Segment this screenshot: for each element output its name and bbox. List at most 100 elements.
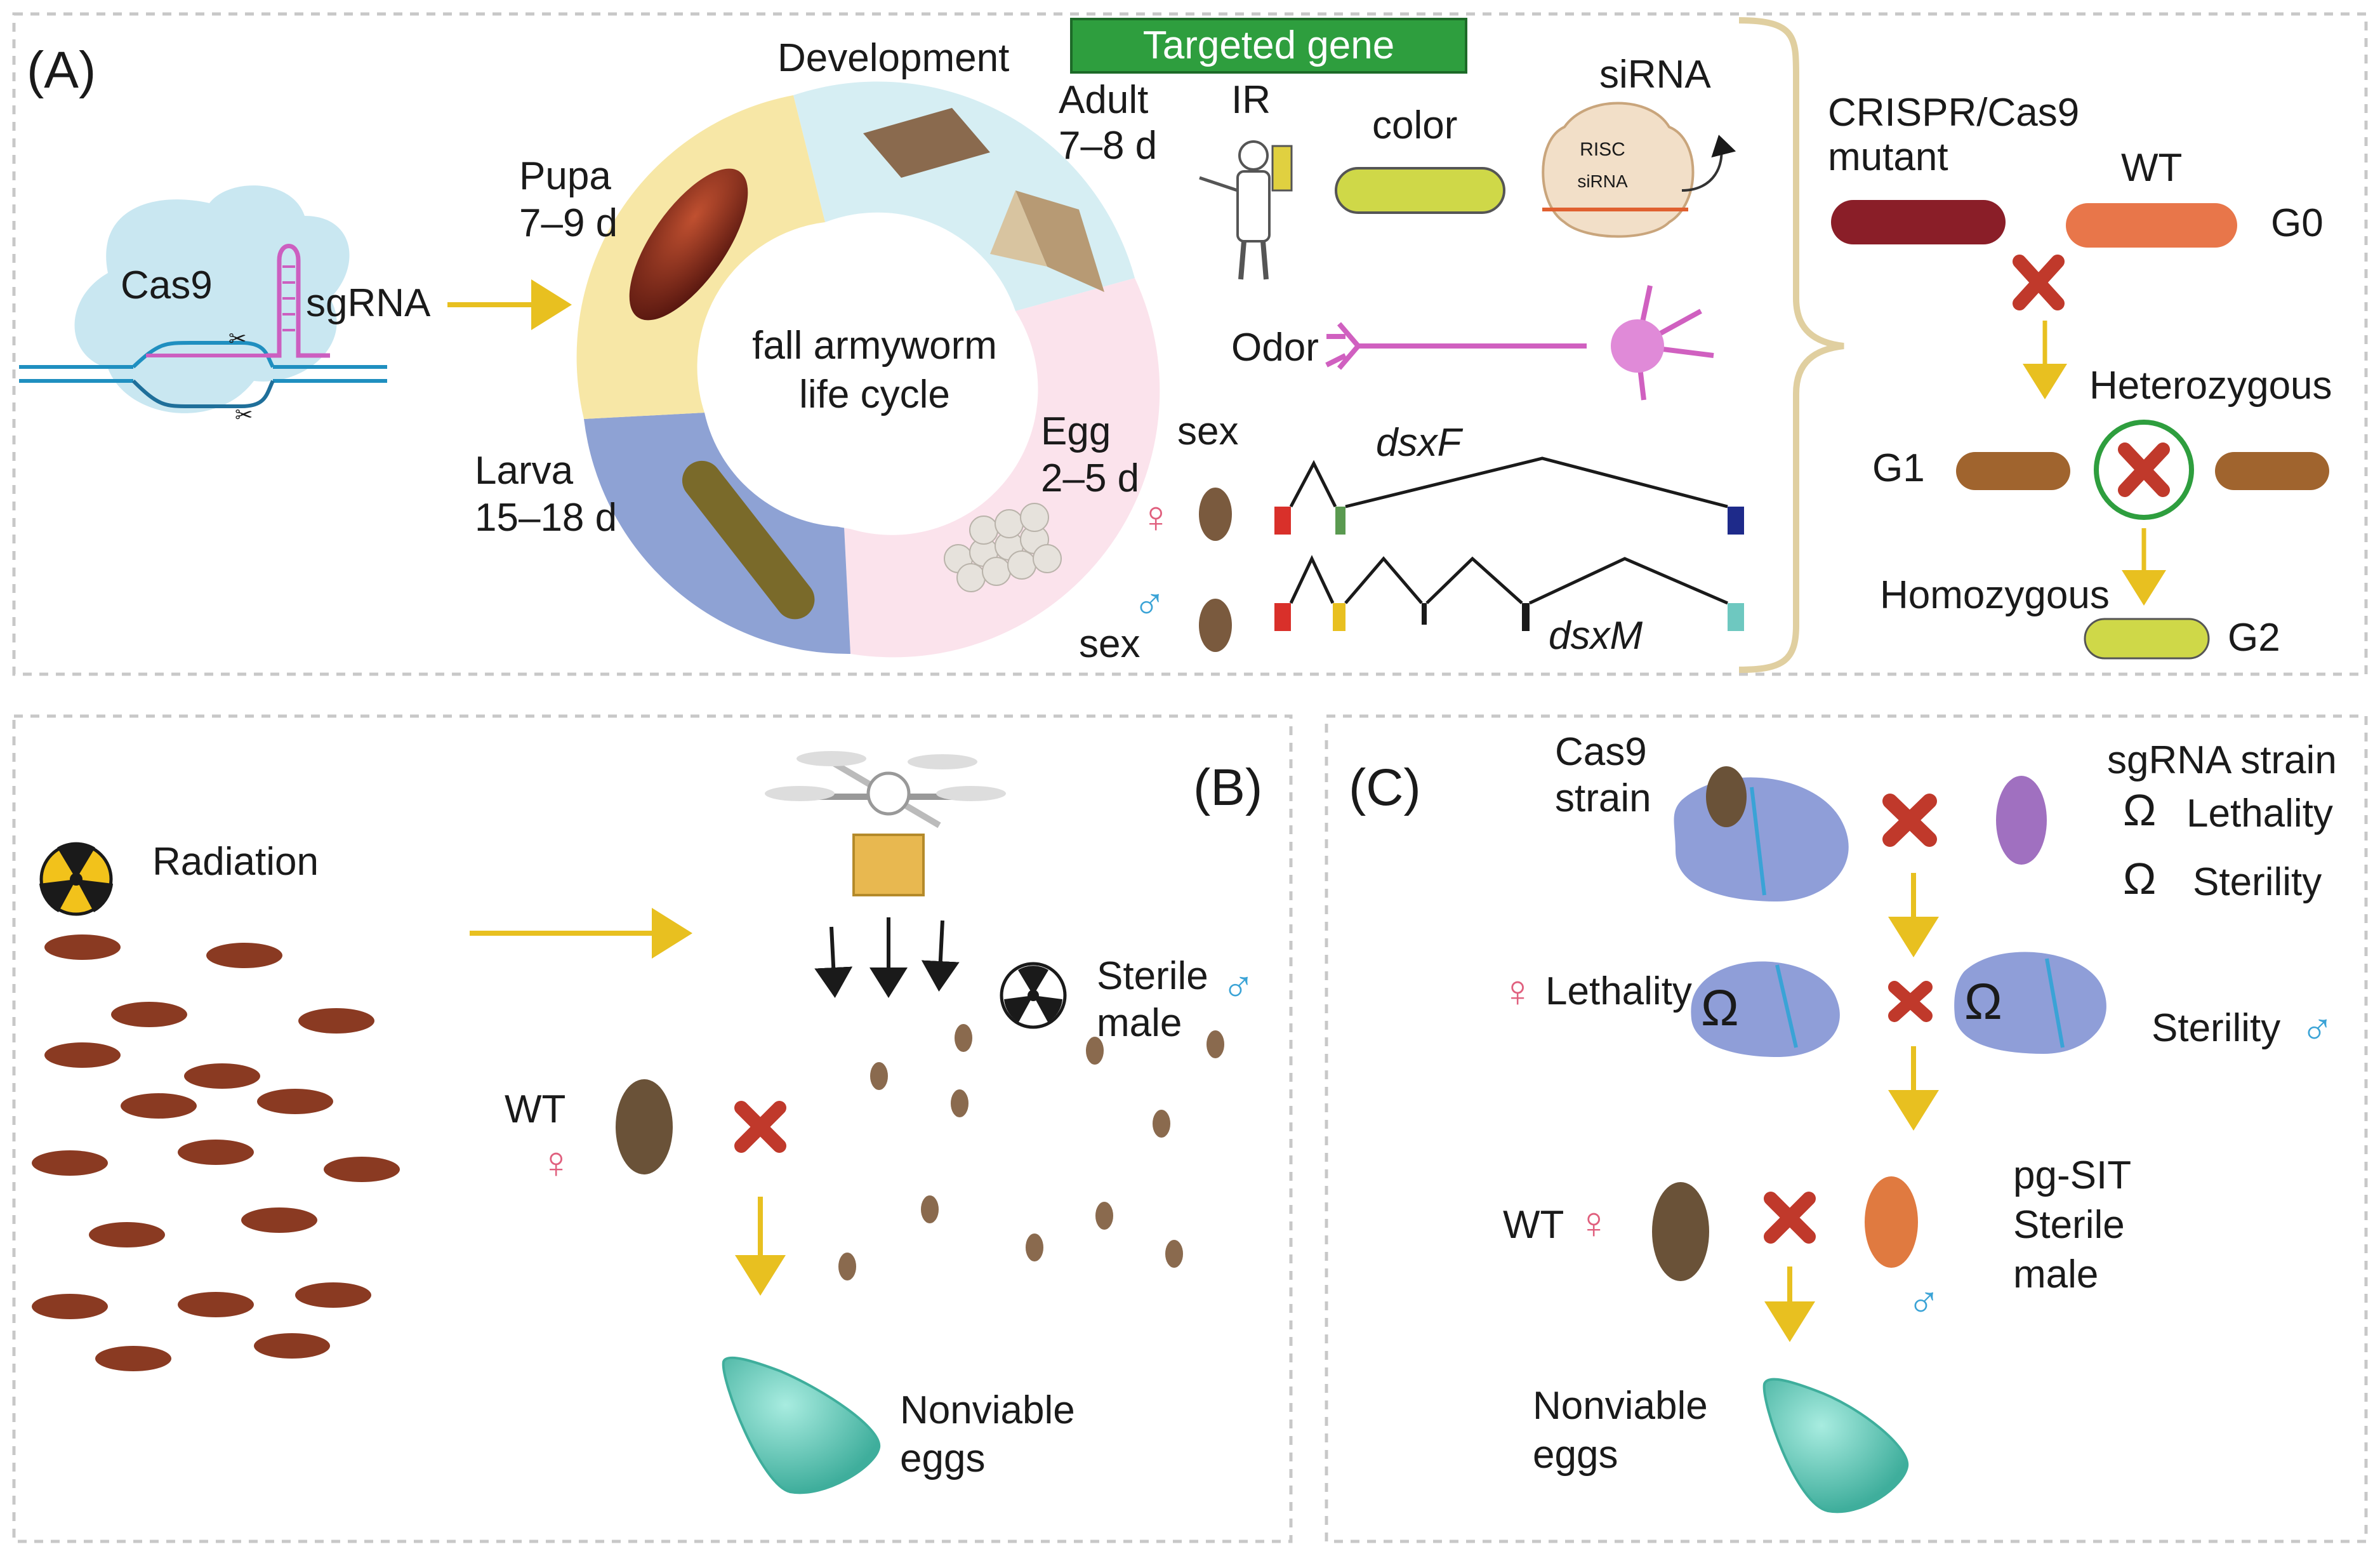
male-sterility-label: Sterility bbox=[2152, 1006, 2280, 1050]
homozygous-label: Homozygous bbox=[1880, 573, 2110, 617]
pgsit-line3: male bbox=[2013, 1253, 2098, 1296]
life-cycle-ring bbox=[576, 81, 1160, 658]
sirna-label: siRNA bbox=[1599, 53, 1711, 96]
pupa-illustration bbox=[629, 168, 748, 321]
female-symbol-b: ♀ bbox=[539, 1138, 573, 1187]
panel-a-brace bbox=[1738, 17, 1844, 673]
nonviable-line2-c: eggs bbox=[1533, 1433, 1618, 1477]
crispr-label-line1: CRISPR/Cas9 bbox=[1828, 91, 2079, 135]
sex-male-label: sex bbox=[1079, 622, 1140, 666]
sprayer-person-icon bbox=[1199, 140, 1293, 280]
sgrna-label: sgRNA bbox=[306, 281, 431, 325]
egg-days: 2–5 d bbox=[1041, 456, 1139, 500]
female-symbol-a: ♀ bbox=[1139, 492, 1173, 542]
cross-c-top bbox=[1882, 794, 1937, 847]
g1-caterpillar-left bbox=[1956, 452, 2070, 490]
pgsit-male-moth bbox=[1865, 1176, 1918, 1268]
sterility-label: Sterility bbox=[2193, 860, 2322, 904]
wt-female-moth-c bbox=[1652, 1182, 1709, 1281]
g2-caterpillar-icon bbox=[2084, 618, 2210, 660]
sterile-male-moths bbox=[838, 1024, 1224, 1280]
svg-text:Ω: Ω bbox=[1701, 980, 1739, 1036]
wt-label-a: WT bbox=[2121, 146, 2182, 190]
neuron-icon bbox=[1325, 285, 1714, 401]
svg-text:Ω: Ω bbox=[1964, 973, 2002, 1030]
adult-moth-illustration bbox=[863, 108, 1104, 292]
neuron-body bbox=[1611, 319, 1664, 373]
crispr-label-line2: mutant bbox=[1828, 135, 1948, 179]
male-symbol-b: ♂ bbox=[1222, 962, 1255, 1011]
female-moth-icon-a bbox=[1199, 488, 1232, 541]
panel-b-label: (B) bbox=[1193, 759, 1262, 816]
targeted-gene-banner bbox=[1070, 18, 1467, 74]
color-label: color bbox=[1372, 103, 1457, 147]
radiation-label: Radiation bbox=[152, 840, 319, 884]
dsxm-splice-diagram bbox=[1274, 555, 1744, 631]
nonviable-eggs-b bbox=[722, 1356, 881, 1494]
adult-label: Adult bbox=[1059, 78, 1148, 122]
cycle-title-line2: life cycle bbox=[799, 373, 950, 416]
svg-text:✂: ✂ bbox=[235, 403, 253, 427]
cas9-label: Cas9 bbox=[121, 263, 213, 307]
targeted-gene-label: Targeted gene bbox=[1143, 23, 1394, 67]
nonviable-line2-b: eggs bbox=[900, 1437, 985, 1480]
male-symbol-a: ♂ bbox=[1133, 579, 1167, 628]
wt-female-moth-b bbox=[616, 1079, 673, 1174]
pgsit-line1: pg-SIT bbox=[2013, 1154, 2131, 1197]
nonviable-eggs-c bbox=[1762, 1378, 1909, 1513]
drop-arrow-3 bbox=[921, 920, 960, 992]
dsxf-label: dsxF bbox=[1376, 421, 1463, 465]
heterozygous-label: Heterozygous bbox=[2089, 364, 2332, 408]
larva-days: 15–18 d bbox=[475, 496, 617, 540]
dsxm-label: dsxM bbox=[1549, 614, 1643, 658]
lethality-hairpin-icon: Ω bbox=[2123, 785, 2156, 835]
egg-label: Egg bbox=[1041, 409, 1111, 453]
risc-label: RISC bbox=[1580, 139, 1625, 160]
sex-female-label: sex bbox=[1177, 409, 1238, 453]
g1-cross-circle bbox=[2094, 420, 2194, 520]
lethality-strain-icon: Ω bbox=[1691, 961, 1840, 1057]
dsxf-splice-diagram bbox=[1274, 456, 1744, 535]
sterility-hairpin-icon: Ω bbox=[2123, 854, 2156, 903]
wt-caterpillar-icon bbox=[2066, 203, 2237, 248]
g1-caterpillar-right bbox=[2215, 452, 2329, 490]
panel-c-frame bbox=[1325, 714, 2368, 1543]
male-moth-icon-a bbox=[1199, 599, 1232, 652]
radiation-icon-small bbox=[1000, 962, 1067, 1029]
risc-complex-icon bbox=[1542, 102, 1736, 238]
sterile-male-line1: Sterile bbox=[1097, 954, 1208, 998]
mutant-caterpillar-icon bbox=[1831, 200, 2006, 244]
development-label: Development bbox=[777, 36, 1009, 80]
sgrna-strain-label: sgRNA strain bbox=[2107, 738, 2337, 782]
adult-days: 7–8 d bbox=[1059, 124, 1157, 168]
sirna-small-label: siRNA bbox=[1577, 171, 1628, 191]
wt-female-symbol-c: ♀ bbox=[1577, 1198, 1611, 1247]
panel-c-label: (C) bbox=[1349, 759, 1421, 816]
irradiated-pupae-group bbox=[32, 934, 400, 1371]
panel-a-frame bbox=[12, 12, 2368, 676]
female-lethality-label: Lethality bbox=[1545, 969, 1692, 1013]
larva-label: Larva bbox=[475, 449, 574, 493]
radiation-icon bbox=[39, 842, 113, 916]
cross-g1 bbox=[2118, 442, 2170, 497]
female-symbol-c: ♀ bbox=[1501, 966, 1535, 1016]
cas9-strain-icon bbox=[1674, 766, 1849, 901]
sterile-male-line2: male bbox=[1097, 1001, 1182, 1045]
male-symbol-c: ♂ bbox=[2301, 1004, 2334, 1054]
g1-label: G1 bbox=[1872, 446, 1925, 490]
cross-g0 bbox=[2013, 255, 2065, 310]
pupa-label: Pupa bbox=[519, 154, 611, 198]
panel-a-label: (A) bbox=[27, 41, 96, 99]
cas9-dna-illustration: ✂ ✂ bbox=[19, 185, 387, 427]
color-caterpillar-icon bbox=[1335, 167, 1505, 214]
drop-arrow-1 bbox=[814, 926, 853, 998]
g2-label: G2 bbox=[2228, 616, 2280, 660]
odor-label: Odor bbox=[1231, 326, 1319, 369]
wt-label-c: WT bbox=[1503, 1203, 1564, 1247]
pupa-days: 7–9 d bbox=[519, 201, 618, 245]
pgsit-line2: Sterile bbox=[2013, 1203, 2125, 1247]
sgrna-strain-moth bbox=[1996, 776, 2047, 865]
sterility-strain-icon: Ω bbox=[1954, 952, 2106, 1054]
nonviable-line1-b: Nonviable bbox=[900, 1388, 1075, 1432]
